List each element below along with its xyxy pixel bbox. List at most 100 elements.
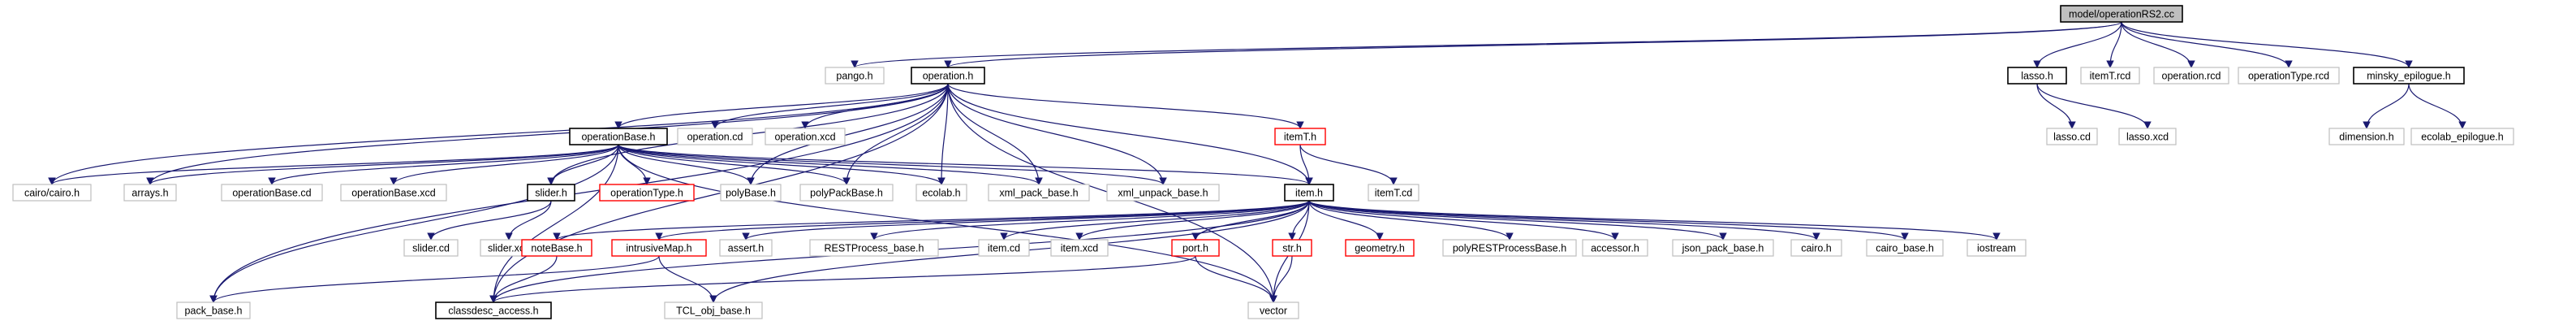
edge-item-to-cairoh [1308,200,1820,241]
node-box [664,301,763,319]
node-cairoh[interactable]: cairo.h [1790,239,1842,257]
node-box [403,239,459,257]
node-intrusiveMap[interactable]: intrusiveMap.h [611,239,707,257]
node-operationBasecd[interactable]: operationBase.cd [221,184,323,202]
edge-operationBase-to-slider [547,144,619,185]
node-label: dimension.h [2339,132,2393,143]
node-polyPackBase[interactable]: polyPackBase.h [799,184,894,202]
node-label: itemT.cd [1375,188,1413,199]
node-polyBase[interactable]: polyBase.h [720,184,782,202]
node-box [2353,67,2465,85]
node-pango[interactable]: pango.h [825,67,885,85]
node-geometry[interactable]: geometry.h [1345,239,1415,257]
node-ecolab[interactable]: ecolab.h [915,184,967,202]
node-label: model/operationRS2.cc [2069,9,2174,20]
node-item[interactable]: item.h [1284,184,1334,202]
node-arrays[interactable]: arrays.h [123,184,177,202]
edge-operation-to-cairocairo [48,83,949,185]
node-label: pack_base.h [185,306,243,317]
edge-operationBase-to-polyBase [618,144,755,185]
node-label: slider.cd [412,243,450,254]
node-label: geometry.h [1355,243,1405,254]
node-label: slider.xcd [488,243,530,254]
edge-operationBase-to-operationBasecd [268,144,619,185]
node-str[interactable]: str.h [1272,239,1312,257]
node-root[interactable]: model/operationRS2.cc [2060,5,2183,23]
node-slider[interactable]: slider.h [527,184,575,202]
edge-operationBase-to-xmlunpack [618,144,1167,185]
node-box [176,301,251,319]
node-minskyepilogue[interactable]: minsky_epilogue.h [2353,67,2465,85]
node-lassoxcd[interactable]: lasso.xcd [2118,128,2177,145]
edge-operation-to-arrays [146,83,949,185]
node-lassocd[interactable]: lasso.cd [2046,128,2098,145]
node-label: operationBase.xcd [351,188,436,199]
edge-operationBase-to-polyPackBase [618,144,851,185]
node-noteBase[interactable]: noteBase.h [521,239,592,257]
edge-root-to-minskyepilogue [2121,21,2413,68]
node-label: minsky_epilogue.h [2367,71,2451,82]
node-xmlpack[interactable]: xml_pack_base.h [988,184,1090,202]
node-box [611,239,707,257]
node-box [2153,67,2229,85]
edge-operation-to-packbase [209,83,949,303]
node-itemTrcd[interactable]: itemT.rcd [2080,67,2140,85]
node-vector[interactable]: vector [1247,301,1299,319]
node-operationxcd[interactable]: operation.xcd [765,128,846,145]
node-operationType[interactable]: operationType.h [599,184,695,202]
node-box [340,184,447,202]
node-TCLobj[interactable]: TCL_obj_base.h [664,301,763,319]
node-label: operationBase.cd [232,188,311,199]
node-dimension[interactable]: dimension.h [2328,128,2405,145]
node-itemTcd[interactable]: itemT.cd [1368,184,1419,202]
node-RESTProcess[interactable]: RESTProcess_base.h [809,239,939,257]
node-ecolabepilogue[interactable]: ecolab_epilogue.h [2410,128,2514,145]
node-box [720,184,782,202]
node-label: operation.xcd [774,132,835,143]
node-operation[interactable]: operation.h [911,67,985,85]
node-box [2080,67,2140,85]
node-label: classdesc_access.h [448,306,538,317]
edge-operation-to-operationcd [711,83,949,129]
node-operationcd[interactable]: operation.cd [677,128,753,145]
node-operationTypercd[interactable]: operationType.rcd [2238,67,2340,85]
node-itemT[interactable]: itemT.h [1274,128,1326,145]
node-box [527,184,575,202]
node-iostream[interactable]: iostream [1966,239,2027,257]
node-itemxcd[interactable]: item.xcd [1050,239,1109,257]
node-box [1442,239,1577,257]
node-jsonpack[interactable]: json_pack_base.h [1672,239,1774,257]
node-operationBasexcd[interactable]: operationBase.xcd [340,184,447,202]
edge-operationBase-to-ecolab [618,144,946,185]
node-label: ecolab_epilogue.h [2421,132,2504,143]
node-box [1790,239,1842,257]
edge-operationBase-to-arrays [146,144,619,185]
node-assert[interactable]: assert.h [719,239,773,257]
node-classdesc[interactable]: classdesc_access.h [435,301,552,319]
edge-item-to-accessor [1308,200,1619,241]
node-itemcd[interactable]: item.cd [978,239,1030,257]
node-lasso[interactable]: lasso.h [2007,67,2067,85]
node-packbase[interactable]: pack_base.h [176,301,251,319]
node-box [1368,184,1419,202]
edge-item-to-polyREST [1308,200,1514,241]
edge-operation-to-item [947,83,1313,185]
node-xmlunpack[interactable]: xml_unpack_base.h [1106,184,1220,202]
node-label: item.h [1295,188,1323,199]
node-accessor[interactable]: accessor.h [1582,239,1648,257]
node-box [1171,239,1220,257]
node-label: noteBase.h [531,243,582,254]
node-box [915,184,967,202]
node-slidercd[interactable]: slider.cd [403,239,459,257]
node-operationBase[interactable]: operationBase.h [569,128,668,145]
edge-item-to-geometry [1308,200,1384,241]
node-box [825,67,885,85]
node-cairocairo[interactable]: cairo/cairo.h [12,184,92,202]
node-polyREST[interactable]: polyRESTProcessBase.h [1442,239,1577,257]
node-label: lasso.h [2021,71,2053,82]
node-port[interactable]: port.h [1171,239,1220,257]
node-cairobase[interactable]: cairo_base.h [1866,239,1944,257]
node-box [2410,128,2514,145]
node-operationrcd[interactable]: operation.rcd [2153,67,2229,85]
